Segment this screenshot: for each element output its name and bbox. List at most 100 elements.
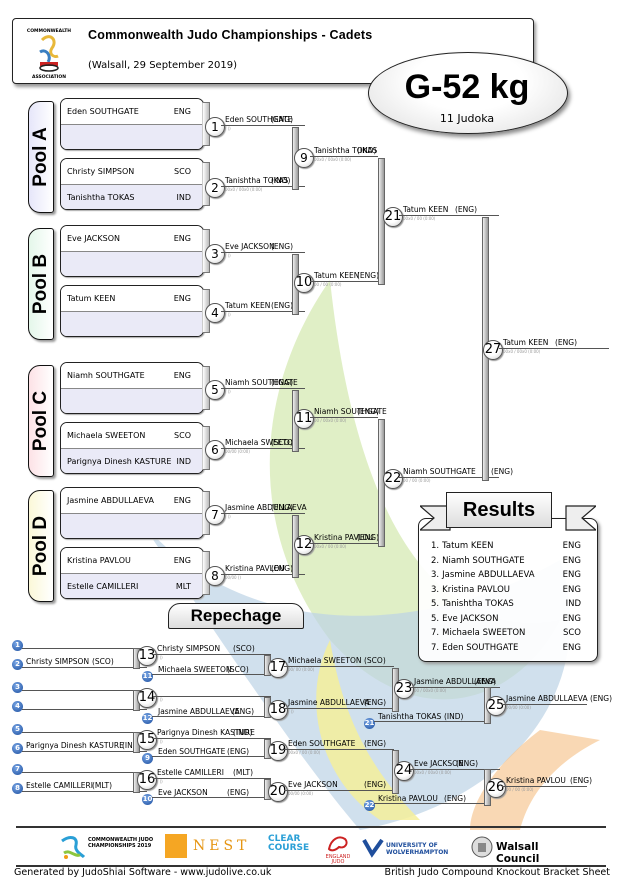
entry-name: Christy SIMPSON [26, 657, 90, 666]
match-line [410, 687, 500, 688]
match-number: 3 [205, 244, 225, 264]
competitor-name: Christy SIMPSON [67, 167, 135, 176]
result-name: Jasmine ABDULLAEVA [442, 570, 535, 580]
loser-name: Kristina PAVLOU [378, 794, 438, 803]
match-line [284, 666, 394, 667]
winner-name: Jasmine ABDULLAEVA [225, 503, 307, 512]
match-number: 11 [294, 409, 314, 429]
match-score: 00x0 / 00x0 (0:00) [314, 157, 352, 162]
loser-country: (ENG) [227, 747, 250, 756]
winner-name: Michaela SWEETON [225, 438, 299, 447]
winner-country: (ENG) [357, 533, 380, 542]
winner-country: (ENG) [364, 780, 387, 789]
competitor-name: Niamh SOUTHGATE [67, 371, 145, 380]
loser-name: Michaela SWEETON [158, 665, 232, 674]
match-line [310, 156, 378, 157]
winner-country: (ENG) [357, 271, 380, 280]
match-score: / () [288, 709, 294, 714]
sponsor-commonwealth-judo-2019: COMMONWEALTH JUDO CHAMPIONSHIPS 2019 [58, 833, 158, 861]
match-score: / () [157, 697, 163, 702]
competitor-country: ENG [173, 556, 191, 565]
match-score: / () [157, 655, 163, 660]
match-score: / () [225, 389, 231, 394]
commonwealth-judo-2019-icon [61, 836, 86, 859]
winner-name: Niamh SOUTHGATE [314, 407, 387, 416]
sponsor-wolverhampton: UNIVERSITY OF WOLVERHAMPTON [362, 836, 462, 860]
winner-country: (ENG) [555, 338, 578, 347]
winner-name: Eve JACKSON [414, 759, 464, 768]
entry-line [152, 716, 267, 717]
ref-badge-icon: 12 [142, 713, 153, 724]
match-line [284, 708, 394, 709]
sponsor-label: Walsall Council [496, 841, 540, 865]
winner-country: (IND) [271, 176, 291, 185]
winner-country: (ENG) [491, 467, 514, 476]
footer-sheet-type: British Judo Compound Knockout Bracket S… [384, 867, 610, 878]
ref-badge-icon: 5 [12, 724, 23, 735]
ref-badge-icon: 7 [12, 764, 23, 775]
pool-entry[interactable] [61, 124, 203, 149]
match-number: 16 [137, 770, 157, 790]
match-number: 26 [486, 778, 506, 798]
match-line [221, 311, 305, 312]
entry-line [22, 690, 147, 691]
winner-country: (ENG) [364, 698, 387, 707]
ref-badge-icon: 2 [12, 659, 23, 670]
winner-country: (ENG) [357, 407, 380, 416]
entry-name: Parignya Dinesh KASTURE [26, 741, 124, 750]
match-line [221, 125, 305, 126]
winner-name: Eve JACKSON [288, 780, 338, 789]
match-number: 13 [137, 646, 157, 666]
winner-country: (SCO) [364, 656, 386, 665]
match-line [502, 704, 587, 705]
winner-country: (ENG) [271, 242, 294, 251]
pool-box: Niamh SOUTHGATE ENG [60, 362, 204, 414]
winner-name: Eve JACKSON [225, 242, 275, 251]
match-line [410, 769, 500, 770]
winner-country: (ENG) [364, 739, 387, 748]
pool-entry[interactable] [61, 311, 203, 336]
winner-name: Jasmine ABDULLAEVA [506, 694, 588, 703]
footer-divider-top [16, 826, 606, 828]
pool-entry[interactable] [61, 251, 203, 276]
competitor-country: ENG [173, 234, 191, 243]
competitor-name: Jasmine ABDULLAEVA [67, 496, 155, 505]
competitor-name: Eden SOUTHGATE [67, 107, 139, 116]
competitor-country: IND [176, 193, 191, 202]
match-score: / () [157, 779, 163, 784]
entry-line [22, 772, 147, 773]
event-title: Commonwealth Judo Championships - Cadets [88, 28, 373, 42]
match-score: 00x0 / 00x0 (0:00) [503, 349, 541, 354]
winner-country: (ENG) [570, 776, 593, 785]
pool-entry[interactable]: Niamh SOUTHGATE ENG [61, 363, 203, 388]
match-score: 00/00 (0:00) [288, 791, 313, 796]
pool-label: Pool C [30, 390, 51, 452]
pool-entry[interactable] [61, 388, 203, 413]
ref-badge-icon: 3 [12, 682, 23, 693]
competitor-country: IND [176, 457, 191, 466]
winner-country: (ENG) [271, 378, 294, 387]
competitor-country: ENG [173, 371, 191, 380]
result-name: Tanishtha TOKAS [442, 599, 514, 609]
match-line [221, 186, 305, 187]
footer-divider-bottom [16, 865, 606, 867]
match-line [499, 348, 609, 349]
pool-entry[interactable] [61, 513, 203, 538]
winner-name: Jasmine ABDULLAEVA [414, 677, 496, 686]
